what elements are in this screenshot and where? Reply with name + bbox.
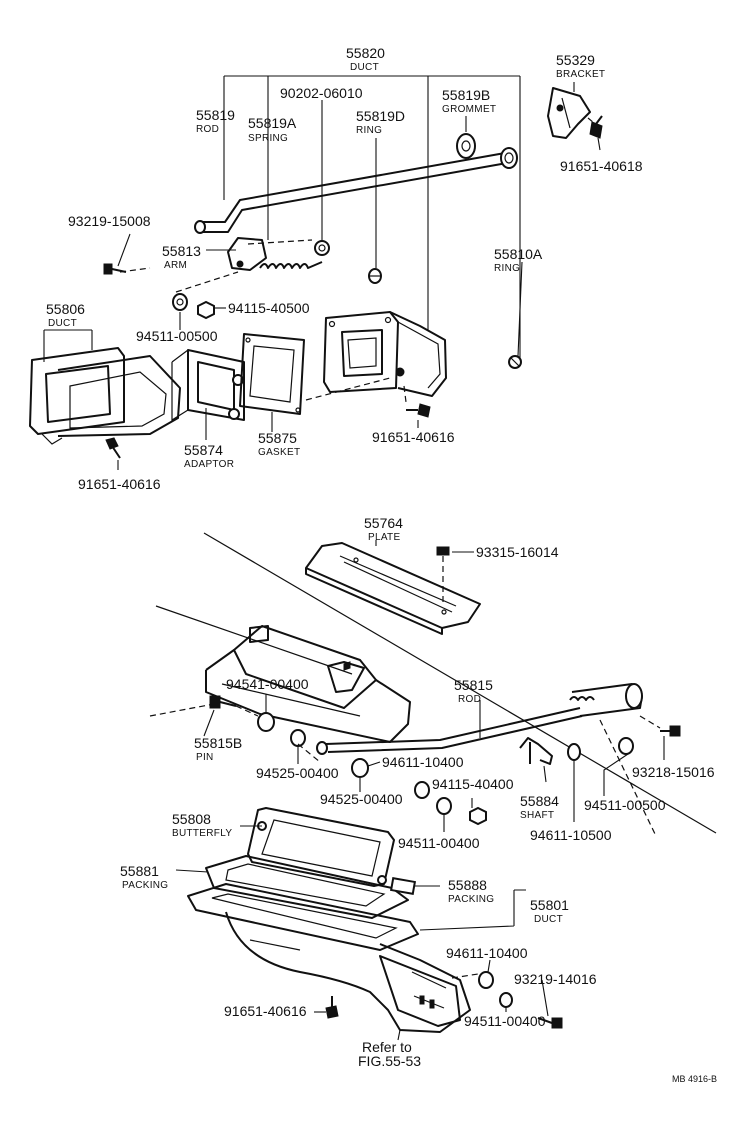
label-55808-name: BUTTERFLY (172, 828, 232, 839)
label-94511-00500-lower: 94511-00500 (584, 797, 666, 813)
label-93219-14016: 93219-14016 (514, 971, 597, 987)
arm-55813 (227, 237, 267, 271)
label-55875-number: 55875 (258, 430, 297, 446)
label-94115-40500: 94115-40500 (228, 300, 310, 316)
label-55819A-name: SPRING (248, 133, 288, 144)
plate-55764 (305, 542, 481, 635)
label-55819B-number: 55819B (442, 87, 490, 103)
ring-55810A (508, 355, 522, 369)
label-55813-number: 55813 (162, 243, 201, 259)
label-55819D-number: 55819D (356, 108, 405, 124)
label-93219-15008: 93219-15008 (68, 213, 151, 229)
washer-94525-00400-lower (351, 758, 369, 778)
label-55806-name: DUCT (48, 318, 77, 329)
washer-94511-00500-lower (618, 737, 634, 755)
refer-line-1: Refer to (362, 1039, 412, 1055)
packing-55888 (389, 877, 417, 895)
label-55884-name: SHAFT (520, 810, 554, 821)
label-55819-number: 55819 (196, 107, 235, 123)
label-94511-00400-lower: 94511-00400 (464, 1013, 546, 1029)
label-55820-number: 55820 (346, 45, 385, 61)
label-94541-00400: 94541-00400 (226, 676, 309, 692)
screw-93315-16014 (436, 546, 450, 606)
label-55819A-number: 55819A (248, 115, 297, 131)
label-55810A-name: RING (494, 263, 520, 274)
nut-94115-40500 (197, 300, 215, 320)
label-55801-name: DUCT (534, 914, 563, 925)
label-55819B-name: GROMMET (442, 104, 496, 115)
label-55884-number: 55884 (520, 793, 559, 809)
label-91651-40616-lower: 91651-40616 (224, 1003, 307, 1019)
label-91651-40616-left: 91651-40616 (78, 476, 161, 492)
label-55815B-number: 55815B (194, 735, 242, 751)
spring-55819A (259, 261, 323, 269)
label-55820-name: DUCT (350, 62, 379, 73)
label-55881-number: 55881 (120, 863, 159, 879)
label-94115-40400: 94115-40400 (432, 776, 514, 792)
washer-94611-10400-lower (478, 971, 494, 989)
label-55815-name: ROD (458, 694, 481, 705)
housing-block (205, 625, 411, 743)
label-55888-number: 55888 (448, 877, 487, 893)
duct-55801 (187, 883, 471, 1033)
bolt-91651-40616-left (105, 437, 121, 459)
label-55813-name: ARM (164, 260, 187, 271)
label-55801-number: 55801 (530, 897, 569, 913)
label-55819D-name: RING (356, 125, 382, 136)
bolt-91651-40616-lower (325, 996, 339, 1019)
label-94611-10400: 94611-10400 (382, 754, 464, 770)
screw-93218-15016 (639, 715, 681, 737)
label-55764-name: PLATE (368, 532, 400, 543)
label-55819-name: ROD (196, 124, 219, 135)
washer-94541-00400 (257, 712, 275, 732)
label-55815B-name: PIN (196, 752, 214, 763)
duct-55806 (29, 347, 181, 445)
pin-55815B (209, 695, 237, 709)
washer-94511-00500 (172, 293, 188, 311)
refer-line-2: FIG.55-53 (358, 1053, 421, 1069)
label-55875-name: GASKET (258, 447, 300, 458)
label-55815-number: 55815 (454, 677, 493, 693)
rod-55815 (316, 683, 643, 755)
label-94511-00500-upper: 94511-00500 (136, 328, 218, 344)
label-55806-number: 55806 (46, 301, 85, 317)
ring-90202-06010 (314, 240, 330, 256)
bracket-55329 (547, 87, 591, 139)
duct-55820 (323, 311, 447, 397)
gasket-55875 (239, 333, 305, 415)
label-94611-10400-lower: 94611-10400 (446, 945, 528, 961)
grommet-55819B (456, 133, 476, 159)
bolt-93219-14016 (537, 1017, 563, 1029)
bolt-91651-40616-upper-right (406, 403, 431, 418)
rod-55819 (194, 147, 518, 234)
label-55881-name: PACKING (122, 880, 168, 891)
label-94525-00400-upper: 94525-00400 (256, 765, 339, 781)
label-94611-10500: 94611-10500 (530, 827, 612, 843)
label-55329-name: BRACKET (556, 69, 605, 80)
washer-94611-10400 (414, 781, 430, 799)
diagram-code: MB 4916-B (672, 1074, 717, 1084)
label-91651-40618: 91651-40618 (560, 158, 643, 174)
label-55888-name: PACKING (448, 894, 494, 905)
label-91651-40616-upper: 91651-40616 (372, 429, 455, 445)
shaft-55884 (519, 737, 553, 765)
nut-94115-40400 (469, 806, 487, 826)
bolt-91651-40618 (589, 115, 603, 139)
label-94525-00400-lower: 94525-00400 (320, 791, 403, 807)
label-94511-00400-upper: 94511-00400 (398, 835, 480, 851)
label-93218-15016: 93218-15016 (632, 764, 715, 780)
label-55808-number: 55808 (172, 811, 211, 827)
adaptor-55874 (171, 349, 245, 422)
label-90202-06010: 90202-06010 (280, 85, 363, 101)
ring-55819D (368, 268, 382, 284)
label-55810A-number: 55810A (494, 246, 543, 262)
label-55329-number: 55329 (556, 52, 595, 68)
label-55764-number: 55764 (364, 515, 403, 531)
label-55874-number: 55874 (184, 442, 223, 458)
label-55874-name: ADAPTOR (184, 459, 234, 470)
label-93315-16014: 93315-16014 (476, 544, 559, 560)
